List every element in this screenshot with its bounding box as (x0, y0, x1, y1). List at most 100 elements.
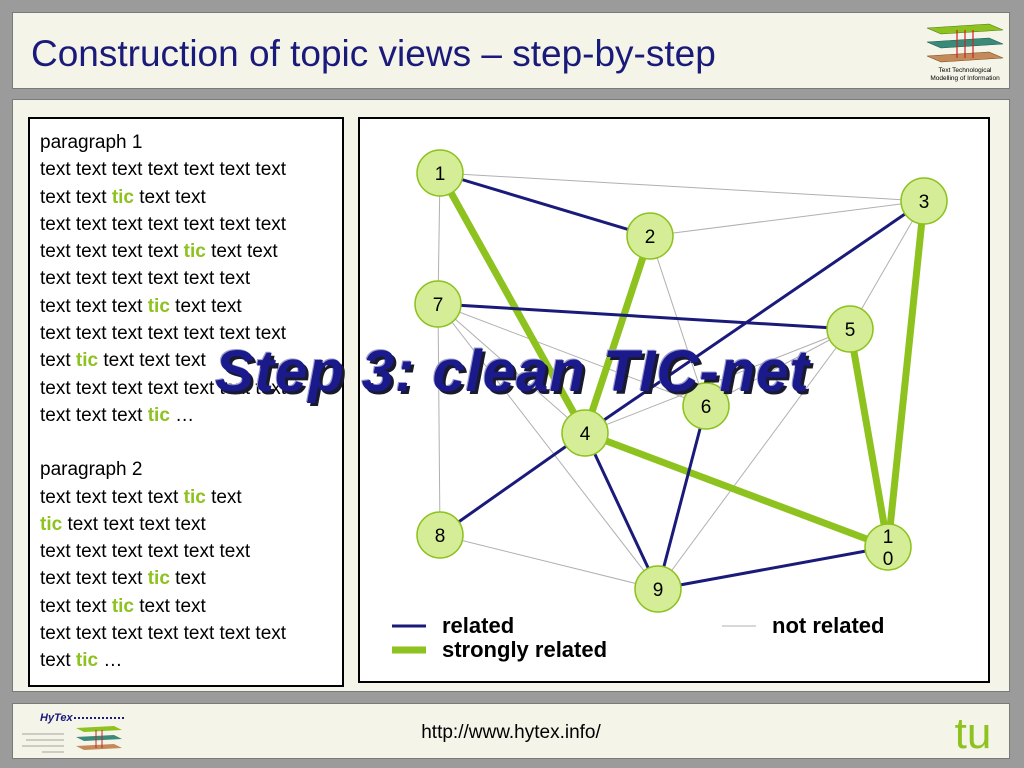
text-segment: text text text text text text text (40, 213, 287, 235)
text-segment: text text (40, 186, 112, 208)
text-segment: text text text text text text (40, 268, 251, 290)
text-segment: … (98, 650, 123, 672)
footer-url-link[interactable]: http://www.hytex.info/ (421, 722, 601, 743)
tic-token: tic (40, 513, 63, 535)
legend-strong-label: strongly related (442, 637, 607, 662)
text-line: text tic text text text (40, 347, 342, 374)
node-circle (864, 523, 912, 571)
tu-logo: tu (955, 710, 992, 754)
text-segment: text text (134, 595, 206, 617)
edge-not-7-4 (437, 303, 586, 434)
text-line: text text text text tic text text (40, 238, 342, 265)
text-line: text text text text text text text (40, 156, 342, 183)
node-label: 6 (701, 397, 712, 418)
hytex-logo-layer (76, 735, 122, 741)
edge-not-5-4 (584, 328, 851, 434)
edge-not-8-9 (439, 534, 659, 590)
logo-layer-top (926, 23, 1004, 35)
text-box: paragraph 1 text text text text text text… (28, 117, 344, 687)
node-10: 10 (864, 523, 912, 571)
edge-related-9-10 (657, 545, 889, 591)
tic-token: tic (147, 295, 170, 317)
paragraph-heading: paragraph 1 (40, 132, 143, 153)
node-circle (414, 280, 462, 328)
text-line: text text text text text text text (40, 320, 342, 347)
edge-related-6-9 (656, 405, 708, 590)
node-4: 4 (561, 409, 609, 457)
node-circle (626, 212, 674, 260)
tic-token: tic (75, 350, 99, 372)
node-8: 8 (416, 511, 464, 559)
text-segment: text (40, 650, 76, 672)
edge-strong-4-10 (583, 429, 890, 551)
node-label: 9 (653, 580, 664, 601)
tic-token: tic (183, 486, 206, 508)
node-3: 3 (900, 177, 948, 225)
node-label: 0 (883, 549, 894, 570)
text-segment: text text text text (40, 486, 184, 508)
text-segment: text text (205, 241, 278, 263)
node-label: 8 (435, 526, 446, 547)
text-line: text text text text text text (40, 538, 342, 565)
edge-not-2-6 (649, 235, 707, 407)
text-segment: … (169, 404, 195, 426)
text-segment: text (169, 568, 206, 590)
main-panel: paragraph 1 text text text text text text… (12, 99, 1010, 692)
text-line: text text text text text text text (40, 211, 342, 238)
text-segment: text text text (40, 404, 148, 426)
text-line: text text text tic text (40, 565, 342, 592)
text-segment: text text text (40, 568, 148, 590)
node-9: 9 (634, 565, 682, 613)
text-segment: text text text text text text text (40, 377, 287, 399)
edges-strongly-related (436, 171, 928, 551)
edge-strong-3-10 (884, 200, 928, 548)
legend-not-related-label: not related (772, 613, 884, 638)
node-circle (900, 177, 948, 225)
text-segment: text (205, 486, 242, 508)
text-line: text tic … (40, 647, 342, 674)
text-segment: text text text text text text text (40, 159, 287, 181)
text-segment: text text (40, 595, 112, 617)
logo-caption-line2: Modelling of Information (930, 75, 1000, 82)
edge-related-7-5 (437, 302, 851, 331)
node-5: 5 (826, 305, 874, 353)
hytex-logo-wordmark: HyTex (40, 712, 73, 724)
legend-related-label: related (442, 613, 514, 638)
text-segment: text text text text text text text (40, 323, 287, 345)
node-label: 7 (433, 295, 444, 316)
text-line: text text text text tic text (40, 484, 342, 511)
tic-token: tic (147, 568, 170, 590)
footer-panel: HyTex http://www.hytex.info/ tu (12, 703, 1010, 759)
text-technological-logo: Text Technological Modelling of Informat… (926, 23, 1004, 82)
text-segment: text text text text (40, 241, 184, 263)
text-line: text text text tic … (40, 402, 342, 429)
edge-related-3-4 (584, 199, 925, 435)
node-label: 3 (919, 192, 930, 213)
edge-strong-2-4 (581, 234, 654, 435)
node-circle (634, 565, 682, 613)
edge-not-5-9 (657, 328, 851, 590)
edge-not-1-3 (439, 172, 925, 202)
edge-not-2-3 (649, 200, 925, 237)
tic-token: tic (75, 650, 99, 672)
tu-logo-wordmark: tu (955, 710, 992, 754)
text-segment: text text text (40, 295, 148, 317)
paragraph-gap (40, 429, 342, 456)
edge-related-4-9 (583, 432, 660, 590)
text-segment: text text text (98, 350, 206, 372)
node-circle (416, 149, 464, 197)
text-segment: text text (134, 186, 206, 208)
edge-strong-5-10 (846, 328, 892, 548)
edge-related-8-4 (439, 431, 586, 537)
node-2: 2 (626, 212, 674, 260)
text-line: text text text text text text text (40, 375, 342, 402)
edge-strong-1-4 (436, 171, 589, 435)
node-circle (416, 511, 464, 559)
edge-not-7-9 (437, 303, 659, 590)
text-segment: text text text text text text (40, 541, 251, 563)
edge-related-1-2 (439, 171, 651, 238)
page-title: Construction of topic views – step-by-st… (31, 33, 716, 74)
